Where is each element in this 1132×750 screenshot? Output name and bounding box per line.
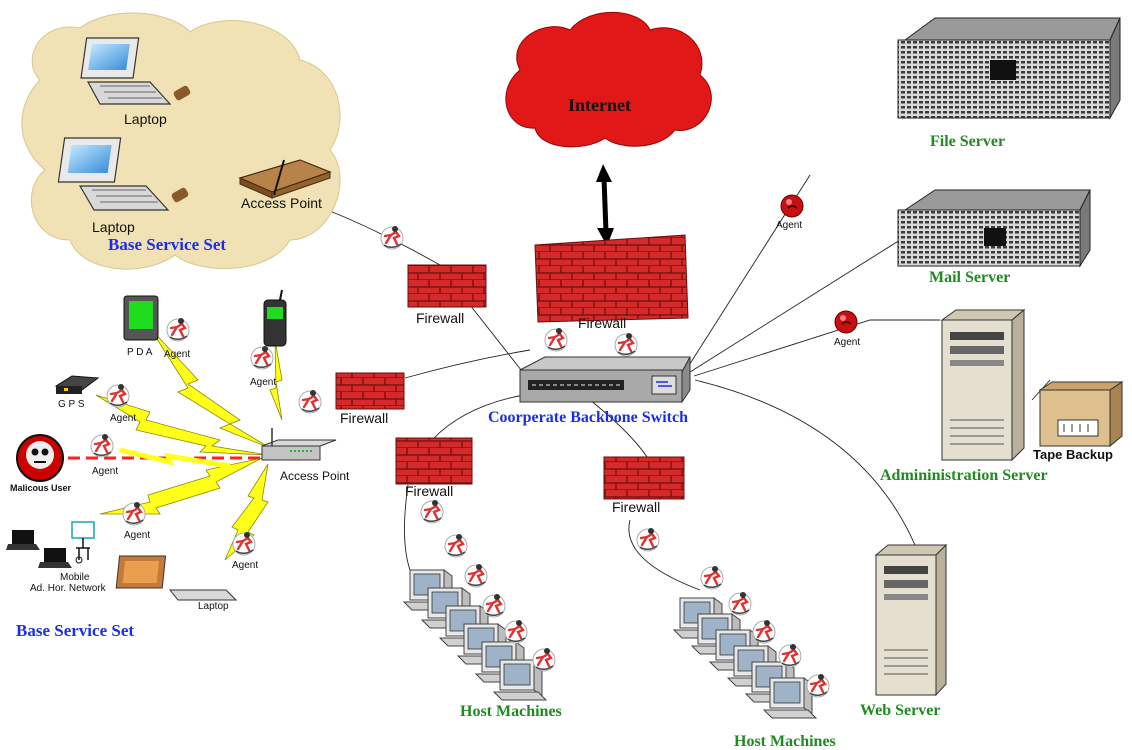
bss-bottom-label: Base Service Set (16, 621, 135, 640)
firewall-lower-left-label: Firewall (405, 483, 454, 499)
mobile-phone-icon (263, 289, 287, 347)
agent-label-gps: Agent (110, 413, 137, 424)
firewall-mid-left (335, 372, 405, 410)
file-server-label: File Server (930, 133, 1006, 150)
administration-server-icon (940, 308, 1026, 462)
agent-ball-icon (780, 194, 804, 218)
internet-label: Internet (568, 95, 631, 115)
agent-icon (751, 618, 777, 645)
agent-icon (805, 672, 831, 699)
agent-icon (481, 592, 507, 619)
internet-cloud (505, 11, 712, 148)
agent-icon (443, 532, 469, 559)
agent-icon (777, 642, 803, 669)
gps-icon (54, 375, 100, 394)
web-server-icon (874, 543, 948, 697)
tape-backup-icon (1038, 381, 1124, 448)
agent-icon (379, 224, 405, 251)
agent-icon (635, 526, 661, 553)
firewall-upper-left (407, 264, 487, 308)
malicious-user-label: Malicous User (10, 483, 72, 493)
agent-icon (727, 590, 753, 617)
pda-label: P D A (127, 347, 153, 358)
access-point-top-label: Access Point (241, 195, 322, 211)
agent-icon (297, 388, 323, 415)
agent-icon (543, 326, 569, 353)
backbone-switch-label: Coorperate Backbone Switch (488, 409, 688, 426)
backbone-switch-icon (519, 356, 691, 404)
mail-server-label: Mail Server (929, 269, 1011, 286)
access-point-wireless-label: Access Point (280, 469, 350, 483)
laptop-middle-icon (57, 137, 189, 211)
firewall-main (534, 234, 689, 323)
malicious-link (68, 447, 262, 469)
firewall-lower-left (395, 437, 473, 485)
malicious-user-icon (16, 434, 64, 482)
access-point-top-icon (238, 159, 332, 199)
agent-label-pda: Agent (164, 349, 191, 360)
web-server-label: Web Server (860, 702, 941, 719)
firewall-lower-right (603, 456, 685, 500)
file-server-icon (897, 17, 1121, 120)
gps-label: G P S (58, 399, 85, 410)
agent-label-mobile: Agent (124, 530, 151, 541)
agent-icon (699, 564, 725, 591)
tape-backup-label: Tape Backup (1033, 447, 1113, 462)
agent-label-file-server: Agent (776, 220, 803, 231)
firewall-upper-left-label: Firewall (416, 310, 465, 326)
host-machines-right-label: Host Machines (734, 733, 836, 750)
administration-server-label: Admininistration Server (880, 467, 1048, 484)
agent-label-phone: Agent (250, 377, 277, 388)
agent-icon (419, 498, 445, 525)
firewall-mid-left-label: Firewall (340, 410, 389, 426)
agent-icon (463, 562, 489, 589)
laptop-wireless-icon (115, 555, 238, 601)
internet-link-arrow (596, 164, 614, 246)
agent-icon (503, 618, 529, 645)
laptop-top-icon (80, 37, 191, 105)
agent-icon (613, 331, 639, 358)
agent-icon (105, 382, 131, 409)
pda-icon (123, 295, 159, 341)
mail-server-icon (897, 189, 1091, 268)
connections (299, 174, 1051, 591)
agent-label-laptop: Agent (232, 560, 259, 571)
agent-icon (531, 646, 557, 673)
laptop-wireless-label: Laptop (198, 601, 229, 612)
firewall-main-label: Firewall (578, 315, 627, 331)
agent-icon (249, 344, 275, 371)
agent-icon (89, 432, 115, 459)
mobile-network-label-line2: Ad. Hor. Network (30, 583, 106, 594)
firewall-lower-right-label: Firewall (612, 499, 661, 515)
agent-label-admin-server: Agent (834, 337, 861, 348)
agent-icon (165, 316, 191, 343)
agent-ball-icon (834, 310, 858, 334)
bss-top-label: Base Service Set (108, 235, 227, 254)
host-machines-left-label: Host Machines (460, 703, 562, 720)
mobile-adhoc-network-icon (6, 521, 95, 568)
mobile-network-label-line1: Mobile (60, 572, 90, 583)
laptop-top-label: Laptop (124, 111, 167, 127)
access-point-wireless-icon (261, 428, 337, 461)
agent-label-malicious: Agent (92, 466, 119, 477)
laptop-middle-label: Laptop (92, 219, 135, 235)
